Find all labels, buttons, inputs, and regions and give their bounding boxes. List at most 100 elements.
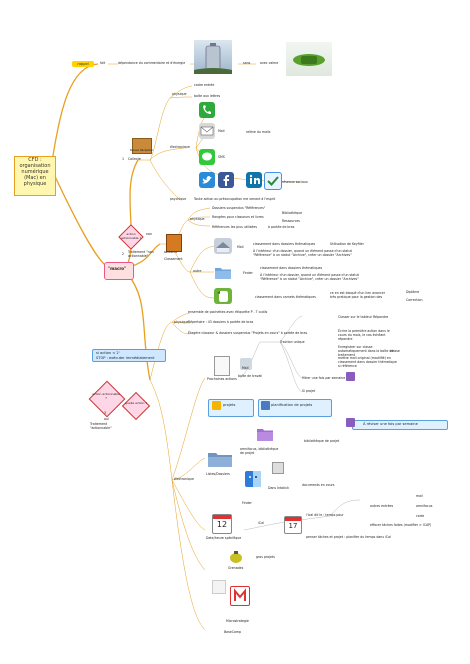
- classement-phys-item: Références les plus utilisées: [212, 225, 258, 229]
- classement-label: Classement: [164, 257, 183, 261]
- central-line: physique: [23, 181, 47, 187]
- process-icon: [104, 262, 134, 280]
- classement-ev-item: Diplôme: [406, 290, 420, 294]
- exec-autres-item: mail: [416, 494, 423, 498]
- exec-boite: boîte de travail: [238, 374, 263, 378]
- prochaines-label: Prochaines actions: [207, 377, 237, 381]
- rappel-node[interactable]: rappel: [72, 61, 94, 67]
- folder-icon-listes: [207, 450, 233, 468]
- classement-mail: Mail: [237, 245, 244, 249]
- projets-label: projets: [223, 403, 236, 407]
- exec-penser: penser tâches et projet : planifier du t…: [306, 535, 391, 539]
- collecte-icon: [132, 138, 152, 154]
- folder-icon-small-2: [272, 462, 284, 474]
- collecte-phys-item: cadre entrée: [194, 83, 215, 87]
- collecte-label: Collecte: [128, 157, 141, 161]
- central-line: CFD :: [28, 157, 42, 163]
- phone-icon: [199, 102, 215, 118]
- classement-finder-note: À l'intérieur d'un dossier, quand un élé…: [260, 273, 359, 281]
- classement-icon-caption: Référence: [164, 251, 178, 254]
- omnifocus-label: omnifocus, bibliothèque de projet: [240, 447, 279, 455]
- calendar-17-day: 17: [288, 522, 298, 530]
- callout-line: STOP : exécuter immédiatement: [96, 355, 155, 360]
- collecte-psy: psychique: [170, 197, 187, 201]
- exec-autres: autres entrées: [370, 504, 394, 508]
- diamond-1-non: non: [146, 232, 152, 236]
- exec-phys-item: Étagère classeur & dossiers suspendus "P…: [188, 331, 308, 335]
- exec-gros-projets: gros projets: [256, 555, 275, 559]
- classement-evernote-sub: ce en est bloqué d'un lien avancer très …: [330, 291, 386, 299]
- collecte-reseaux: réseaux sociaux: [282, 180, 308, 184]
- calendar-17-icon: 17: [284, 516, 302, 534]
- diamond-2-oui: oui: [104, 417, 109, 421]
- classement-mail-note: classement dans dossiers thématiques: [253, 242, 316, 246]
- exec-tr-item: Écrire la première action dans le cours …: [338, 329, 390, 341]
- exec-phys-item: ensemble de pochettes avec étiquette P -…: [188, 310, 268, 314]
- exec-electronique: électronique: [174, 477, 194, 481]
- exec-docs: documents en cours: [302, 483, 335, 487]
- classement-evernote-note: classement dans carnets thématiques: [255, 295, 316, 299]
- classement-physique: physique: [190, 217, 205, 221]
- diamond-1-label: action actionnable ?: [120, 232, 142, 240]
- review-app-icon: [346, 418, 355, 427]
- exec-date-note: l'ical dit le : temps pour: [306, 513, 344, 517]
- sans-label: sans: [243, 61, 251, 65]
- classement-phys-sub: Ressources: [282, 219, 300, 223]
- classement-phys-sub: Bibliothèque: [282, 211, 303, 215]
- weekly-review-label: À réviser une fois par semaine: [363, 422, 418, 426]
- exec-traction: Traction unique: [280, 340, 305, 344]
- collecte-sms: SMS: [218, 155, 225, 159]
- planning-app-icon: [261, 401, 270, 410]
- mail-icon: [199, 123, 215, 139]
- finder-folder-icon: [214, 264, 232, 280]
- grenade-icon: [228, 548, 244, 564]
- evernote-icon: [214, 288, 232, 304]
- battery-photo: [194, 40, 232, 74]
- classement-finder-note: classement dans dossiers thématiques: [260, 266, 323, 270]
- classement-finder: Finder: [243, 271, 253, 275]
- exec-physique: physique: [174, 320, 189, 324]
- classement-num: 2: [122, 252, 125, 256]
- exec-listes: Listes/Dossiers: [206, 472, 230, 476]
- exec-mail: Mail: [242, 366, 249, 370]
- effet-label: dépendance du commentaire et d'énergie: [118, 61, 186, 65]
- classement-ev-item: Correction: [406, 298, 423, 302]
- exec-autres-item: omnifocus: [416, 504, 433, 508]
- fait-label: fait: [100, 61, 106, 65]
- basecamp-icon: [230, 586, 250, 606]
- calendar-12-header: [213, 515, 231, 519]
- two-minute-rule-callout: si action < 2' STOP : exécuter immédiate…: [92, 349, 166, 363]
- collecte-num: 1: [122, 157, 125, 161]
- weekly-review-callout: À réviser une fois par semaine: [352, 420, 448, 430]
- exec-tr-item: mettre mail original (modiifié) en class…: [338, 356, 397, 368]
- calendar-17-header: [285, 517, 301, 521]
- exec-finder: Finder: [242, 501, 252, 505]
- mail-icon-small: [240, 358, 252, 370]
- biblio-label: bibliothèque de projet: [304, 439, 340, 443]
- exec-ical: iCal: [258, 521, 264, 525]
- exec-basecamp: BaseCamp: [224, 630, 242, 634]
- traitement-num: 3: [104, 411, 107, 415]
- diamond-2-label: action actionnable ?: [92, 392, 120, 400]
- calendar-12-icon: 12: [212, 514, 232, 534]
- sans-effet-label: avec calme: [260, 61, 279, 65]
- leaf-battery-photo: [286, 42, 332, 76]
- a-portee-label: à portée de bras: [268, 225, 295, 229]
- exec-phys-item: Répertoire : 43 dossiers à portée de bra…: [188, 320, 254, 324]
- classement-mail-util: Utilisation de Keyfiler: [330, 242, 364, 246]
- collecte-physique: physique: [172, 92, 187, 96]
- folder-icon-small: [346, 372, 355, 381]
- central-line: numérique: [21, 169, 49, 175]
- mail-app-icon: [214, 238, 232, 254]
- cloud-icon: [212, 580, 226, 594]
- collecte-psy-note: Toute action ou préoccupation me venant …: [194, 197, 276, 201]
- central-line: organisation: [19, 163, 51, 169]
- callout-line: si action < 2': [96, 351, 120, 355]
- central-topic: CFD : organisation numérique (Mac) en ph…: [14, 156, 56, 196]
- planification-box: planification de projets: [258, 399, 332, 417]
- classement-phys-item: Rangées pour classeurs et livres: [212, 215, 264, 219]
- twitter-icon: [199, 172, 215, 188]
- linkedin-icon: [246, 172, 262, 188]
- collecte-electronique: électronique: [170, 145, 190, 149]
- exec-effacer: effacer tâches faites (modifier > ICAP): [370, 523, 432, 527]
